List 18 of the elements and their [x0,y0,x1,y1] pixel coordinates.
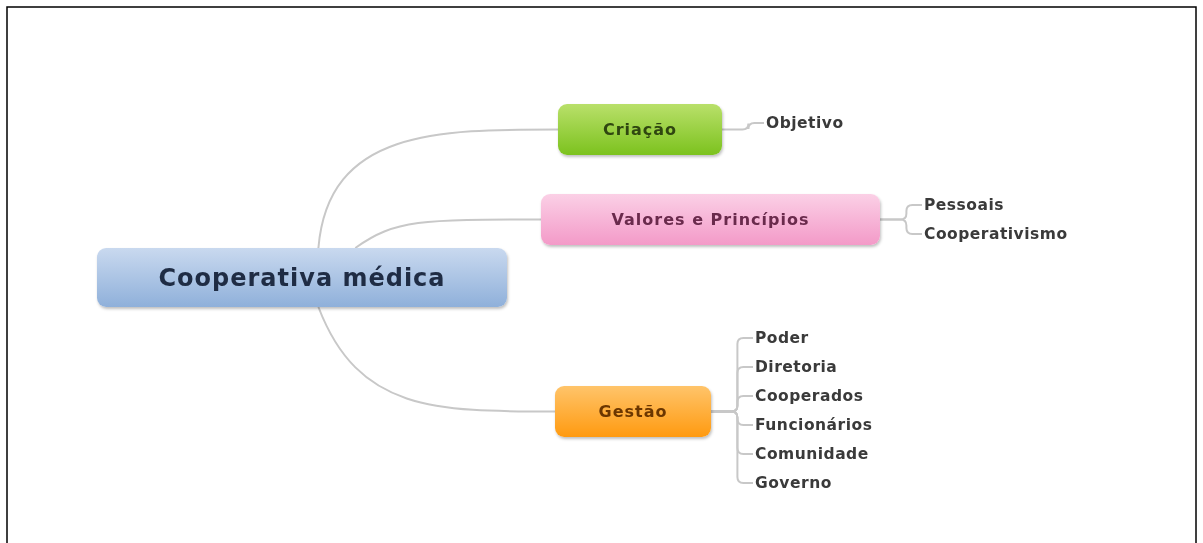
subtopic-text: Funcionários [755,413,925,437]
subtopic-text: Cooperados [755,384,905,408]
subtopic-text: Objetivo [766,111,886,135]
topic-box: Gestão [555,386,711,437]
subtopic-text: Governo [755,471,875,495]
topic-box: Criação [558,104,722,155]
connector-line [317,306,556,413]
connector-line [879,218,923,235]
connector-line [354,218,542,249]
subtopic-text: Poder [755,326,875,350]
topic-box: Valores e Princípios [541,194,880,245]
connector-line [317,128,559,249]
connector-line [721,122,765,131]
subtopic-text: Cooperativismo [924,222,1094,246]
subtopic-text: Comunidade [755,442,920,466]
central-topic-box: Cooperativa médica [97,248,507,307]
subtopic-text: Diretoria [755,355,875,379]
subtopic-text: Pessoais [924,193,1034,217]
